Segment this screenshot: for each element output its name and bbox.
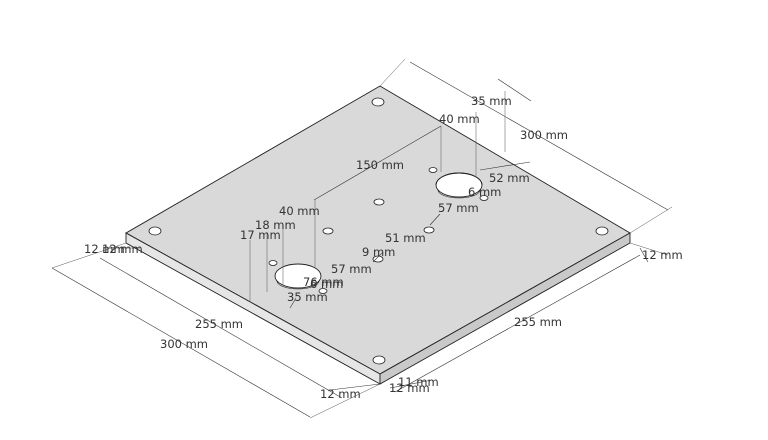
dim-label-51: 51 mm bbox=[385, 231, 426, 245]
dimension-lines-top-right bbox=[313, 58, 673, 268]
dim-label-52: 52 mm bbox=[489, 171, 530, 185]
dim-label-76: 76 mm bbox=[303, 275, 344, 289]
dim-label-6-right: 6 mm bbox=[468, 185, 501, 199]
corner-hole-bottom bbox=[372, 355, 386, 365]
large-hole-right bbox=[435, 172, 483, 199]
small-hole-mid-left bbox=[322, 227, 334, 235]
dim-label-12-bottom-a: 12 mm bbox=[320, 387, 361, 401]
dim-label-35-top: 35 mm bbox=[471, 94, 512, 108]
dim-label-18: 18 mm bbox=[255, 218, 296, 232]
dim-label-57-right: 57 mm bbox=[438, 201, 479, 215]
dim-label-12-left-a: 12 mm bbox=[84, 242, 125, 256]
dim-label-150: 150 mm bbox=[356, 158, 404, 172]
dim-label-40-top: 40 mm bbox=[439, 112, 480, 126]
dim-label-300-left: 300 mm bbox=[160, 337, 208, 351]
dim-label-255-right: 255 mm bbox=[514, 315, 562, 329]
small-hole-left-lower bbox=[318, 288, 328, 294]
corner-hole-right bbox=[595, 226, 609, 236]
dim-label-300-right: 300 mm bbox=[520, 128, 568, 142]
dim-label-11-bottom: 11 mm bbox=[398, 375, 439, 389]
small-hole-mid-right bbox=[423, 226, 435, 234]
dim-label-17: 17 mm bbox=[240, 228, 281, 242]
dim-label-57-left: 57 mm bbox=[331, 262, 372, 276]
small-hole-right-upper bbox=[428, 167, 438, 173]
corner-hole-left bbox=[148, 226, 162, 236]
dim-label-12-left-b: 12 mm bbox=[102, 242, 143, 256]
small-hole-right-lower bbox=[479, 195, 489, 201]
dimension-lines-bottom-right bbox=[329, 242, 669, 393]
dim-label-40-left: 40 mm bbox=[279, 204, 320, 218]
corner-hole-top bbox=[371, 97, 385, 107]
dimension-lines-left bbox=[51, 226, 384, 419]
small-hole-center bbox=[373, 198, 385, 206]
dim-label-6-left: 6 mm bbox=[310, 277, 343, 291]
dim-label-255-left: 255 mm bbox=[195, 317, 243, 331]
dim-label-35-left: 35 mm bbox=[287, 290, 328, 304]
dim-label-12-bottom-b: 12 mm bbox=[389, 381, 430, 395]
large-hole-left bbox=[274, 263, 322, 290]
dim-label-12-right: 12 mm bbox=[642, 248, 683, 262]
small-hole-mid bbox=[372, 255, 384, 263]
small-hole-left-upper bbox=[268, 260, 278, 266]
dim-label-9: 9 mm bbox=[362, 245, 395, 259]
